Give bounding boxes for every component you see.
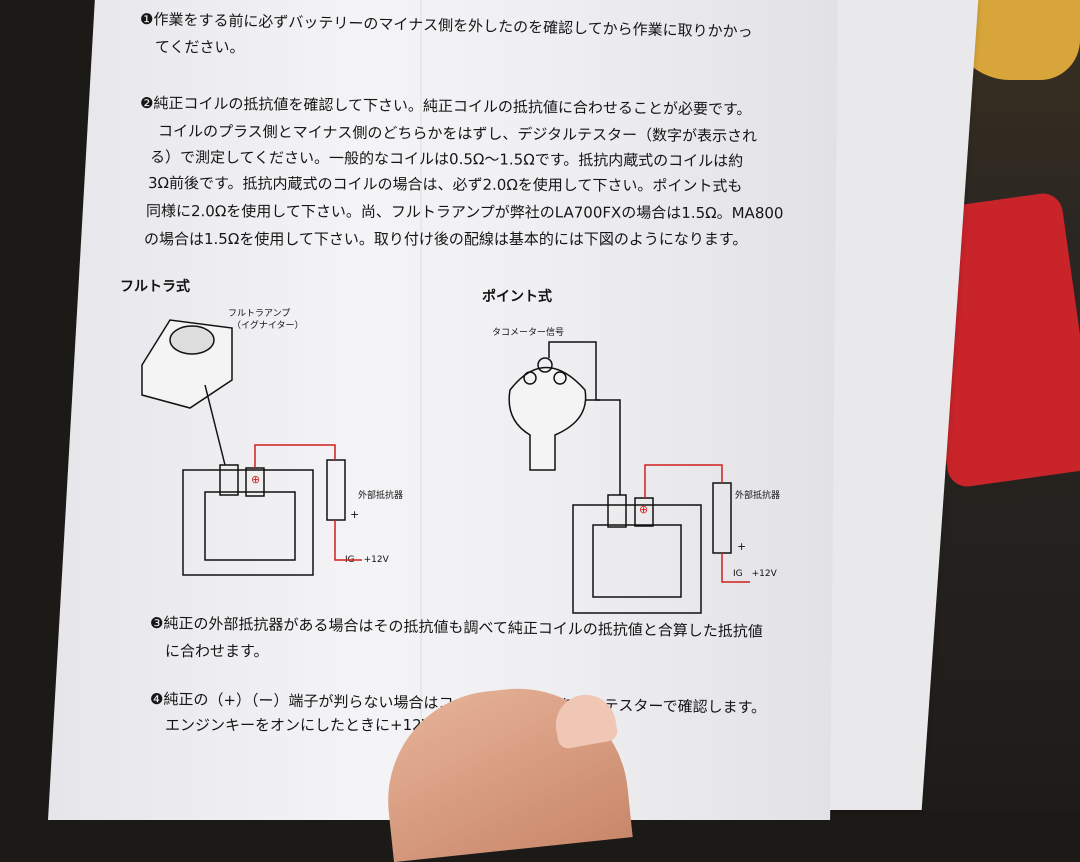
step1-line2: てください。 [155,38,245,56]
instruction-sheet [48,0,838,820]
paper-fold [420,0,422,810]
igniter-label: （イグナイター） [232,321,304,331]
left-diagram [141,319,362,576]
left-diagram-title: フルトラ式 [120,279,190,295]
step3-line2: に合わせます。 [165,642,269,660]
left-ig-label: IG +12V [345,555,389,565]
right-diagram [508,341,750,614]
right-coil-plus: ⊕ [639,503,649,516]
step2-line6: の場合は1.5Ωを使用して下さい。取り付け後の配線は基本的には下図のようになりま… [144,230,748,248]
right-plus-label: + [737,540,747,553]
wiring-diagrams [141,319,750,614]
right-resistor-label: 外部抵抗器 [735,491,781,501]
left-resistor-label: 外部抵抗器 [358,491,404,501]
right-diagram-title: ポイント式 [482,289,552,305]
tach-label: タコメーター信号 [492,328,565,338]
step4-line2: エンジンキーをオンにしたときに+12Vが [165,716,447,734]
right-ig-label: IG +12V [733,569,777,579]
amp-label: フルトラアンプ [228,309,291,319]
left-plus-label: + [350,508,360,521]
left-coil-plus: ⊕ [251,473,261,486]
